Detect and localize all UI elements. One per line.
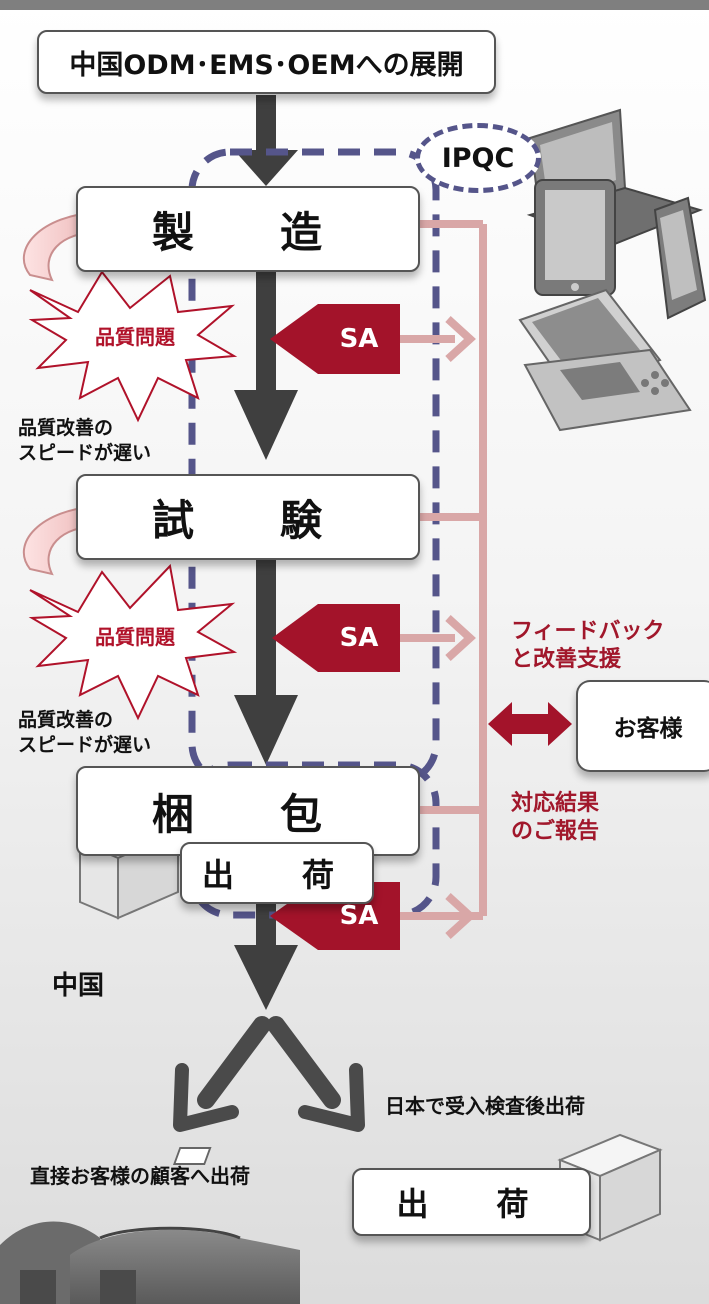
- feedback-line1: フィードバック: [511, 619, 665, 644]
- report-line2: のご報告: [511, 819, 600, 844]
- slow-improvement-note-2: 品質改善の スピードが遅い: [18, 708, 151, 758]
- slow-improvement-note-2-line1: 品質改善の: [18, 709, 114, 731]
- quality-issue-label-2: 品質問題: [95, 624, 175, 649]
- stage-shipping-japan-label: 出 荷: [396, 1185, 547, 1223]
- stage-manufacturing-label: 製 造: [151, 207, 344, 257]
- location-china: 中国: [52, 971, 105, 1001]
- ipqc-boundary: [188, 148, 440, 786]
- customer-box: お客様: [576, 680, 709, 772]
- devices-illustration: [518, 108, 707, 432]
- stage-testing-label: 試 験: [151, 495, 344, 545]
- ipqc-label: IPQC: [415, 123, 541, 193]
- slow-improvement-note-1-line2: スピードが遅い: [18, 442, 152, 464]
- main-flow-arrows: [234, 95, 298, 1010]
- location-direct-ship: 直接お客様の顧客へ出荷: [30, 1164, 250, 1188]
- warehouse-icon: [0, 1221, 300, 1304]
- feedback-line2: と改善支援: [511, 647, 622, 672]
- stage-shipping-china-label: 出 荷: [201, 856, 352, 894]
- top-bar: [0, 0, 709, 10]
- sa-label-1: SA: [339, 324, 379, 354]
- stage-manufacturing: 製 造: [76, 186, 420, 272]
- header-title: 中国ODM･EMS･OEMへの展開: [69, 49, 464, 81]
- quality-issue-label-1: 品質問題: [95, 324, 175, 349]
- quality-bursts: [28, 270, 238, 721]
- stage-shipping-china: 出 荷: [180, 842, 374, 904]
- stage-packing: 梱 包: [76, 766, 420, 856]
- report-note: 対応結果 のご報告: [511, 790, 599, 846]
- location-japan-inspection: 日本で受入検査後出荷: [385, 1094, 585, 1118]
- stage-shipping-japan: 出 荷: [352, 1168, 591, 1236]
- split-arrow-heads: [173, 1063, 365, 1132]
- stage-packing-label: 梱 包: [151, 789, 344, 839]
- slow-improvement-note-2-line2: スピードが遅い: [18, 734, 152, 756]
- report-line1: 対応結果: [511, 791, 600, 816]
- customer-double-arrow: [488, 702, 572, 746]
- header-title-box: 中国ODM･EMS･OEMへの展開: [37, 30, 496, 94]
- stage-testing: 試 験: [76, 474, 420, 560]
- split-arrows: [197, 1016, 341, 1109]
- customer-label: お客様: [613, 716, 683, 742]
- slow-improvement-note-1-line1: 品質改善の: [18, 417, 114, 439]
- feedback-note: フィードバック と改善支援: [511, 618, 665, 674]
- sa-label-3: SA: [339, 901, 379, 931]
- sa-label-2: SA: [339, 623, 379, 653]
- slow-improvement-note-1: 品質改善の スピードが遅い: [18, 416, 151, 466]
- feedback-lines: [380, 220, 487, 920]
